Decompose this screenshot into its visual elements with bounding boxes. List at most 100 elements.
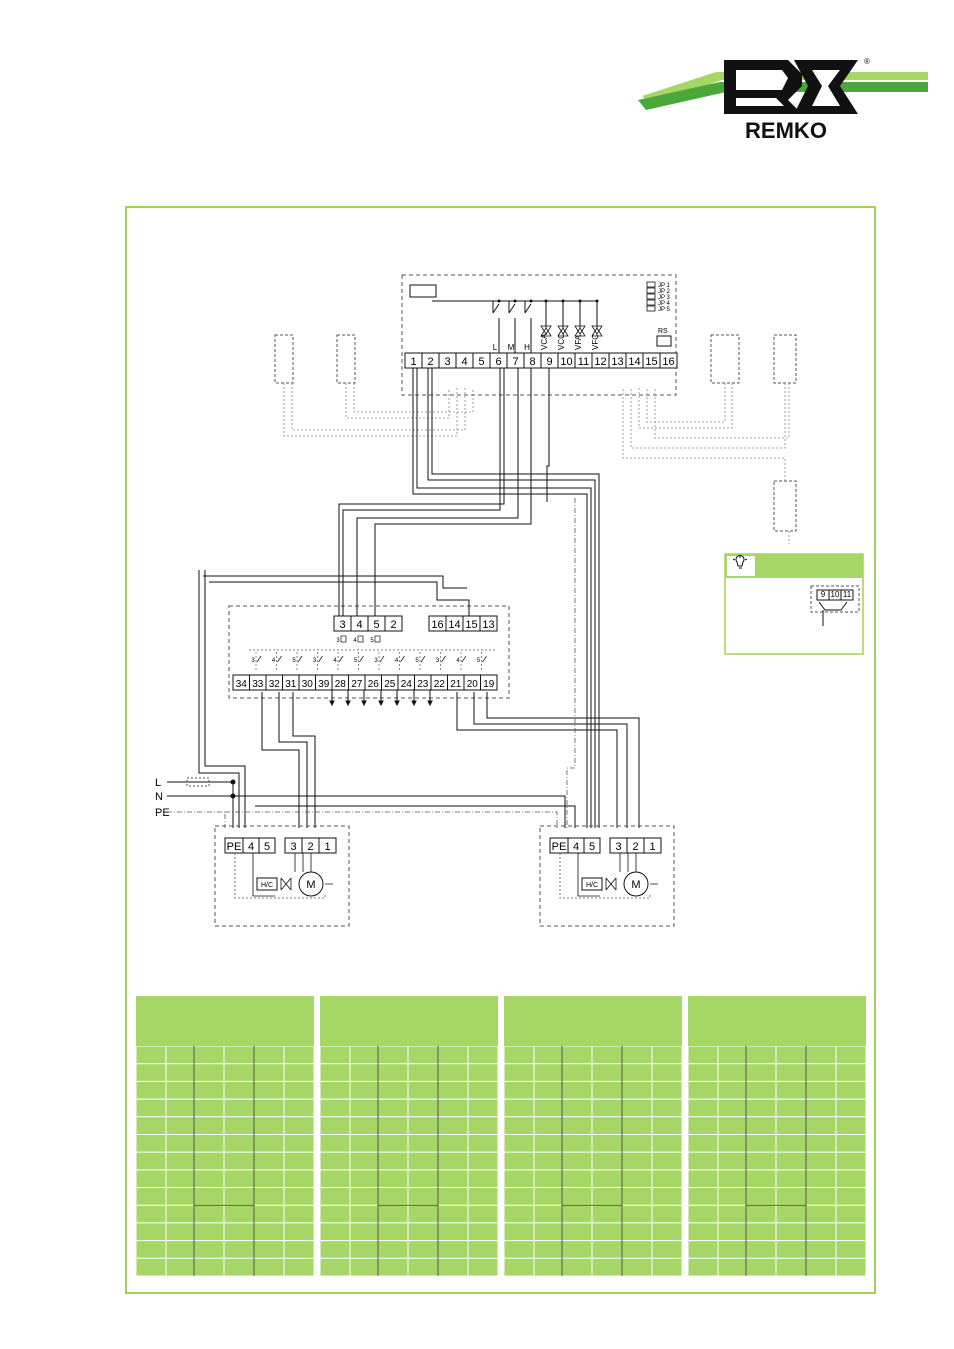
coil-label: 4 xyxy=(353,638,357,644)
relay-bottom-terminal-label: 32 xyxy=(269,679,281,690)
relay-bottom-terminal-label: 19 xyxy=(483,679,495,690)
coil-label: 5 xyxy=(370,638,374,644)
unit-terminal-label: 3 xyxy=(615,841,621,853)
hint-terminal-cell xyxy=(840,589,854,601)
unit-terminal-label: 4 xyxy=(573,841,579,853)
main-wiring xyxy=(167,368,640,828)
lightbulb-icon xyxy=(732,554,748,569)
relay-top-right-terminals: 16 14 15 13 xyxy=(428,615,498,632)
contact-label: 4 xyxy=(395,658,399,664)
unit-terminal-label: 2 xyxy=(307,841,313,853)
jumper xyxy=(646,287,656,294)
rs-connector xyxy=(656,335,672,347)
relay-top-right-terminal-label: 14 xyxy=(448,619,460,631)
valve-label: VCC xyxy=(557,333,566,350)
unit-terminal-label: 2 xyxy=(632,841,638,853)
coil xyxy=(357,635,364,643)
contact-label: 5 xyxy=(354,658,358,664)
relay-bottom-terminal-label: 20 xyxy=(467,679,479,690)
valve-label: VFA xyxy=(574,334,583,350)
jumper xyxy=(646,305,656,312)
controller-module xyxy=(409,284,437,298)
controller-terminal-label: 6 xyxy=(495,356,501,368)
contact-label: 3 xyxy=(374,658,378,664)
contact-label: 3 xyxy=(251,658,255,664)
relay-bottom-terminal-label: 34 xyxy=(236,679,248,690)
relay-board-box xyxy=(228,605,510,699)
relay-top-right-terminal-label: 15 xyxy=(465,619,477,631)
controller-terminal-label: 7 xyxy=(512,356,518,368)
hint-terminal-label: 11 xyxy=(843,590,852,599)
speed-label: L xyxy=(493,343,498,352)
rs-label: RS xyxy=(658,328,668,335)
controller-terminal-label: 13 xyxy=(611,356,623,368)
relay-top-right-terminal-label: 16 xyxy=(431,619,443,631)
jumper-label: JP 1 xyxy=(658,283,671,289)
wiring-table-3 xyxy=(504,996,682,1276)
motor-label: M xyxy=(306,879,315,891)
hc-valve xyxy=(581,877,603,891)
relay-top-terminal-cell xyxy=(384,615,403,632)
unit-terminal-label: 1 xyxy=(324,841,330,853)
relay-bottom-terminal-label: 24 xyxy=(401,679,413,690)
brand-name: REMKO xyxy=(745,118,827,143)
controller-terminal-label: 11 xyxy=(578,356,589,368)
relay-bottom-terminal-label: 22 xyxy=(434,679,446,690)
relay-bottom-terminal-label: 30 xyxy=(302,679,314,690)
wiring-table-1 xyxy=(136,996,314,1276)
jumper xyxy=(646,293,656,300)
controller-terminal-label: 4 xyxy=(461,356,467,368)
power-label-n: N xyxy=(155,791,163,803)
contact-label: 4 xyxy=(456,658,460,664)
jumper xyxy=(646,281,656,288)
wiring-table-4 xyxy=(688,996,866,1276)
jumper-label: JP 2 xyxy=(658,289,671,295)
hc-valve xyxy=(256,877,278,891)
jumper-block: JP 1JP 2JP 3JP 4JP 5 xyxy=(646,281,671,313)
coil-label: 3 xyxy=(336,638,340,644)
unit-terminal xyxy=(583,837,601,854)
unit-terminal xyxy=(258,837,276,854)
controller-terminal-label: 10 xyxy=(560,356,572,368)
speed-label: H xyxy=(524,343,530,352)
contact-label: 3 xyxy=(436,658,440,664)
unit-terminal-label: 5 xyxy=(264,841,270,853)
unit-terminal xyxy=(318,837,337,854)
controller-terminal-label: 12 xyxy=(594,356,606,368)
controller-terminal-label: 16 xyxy=(662,356,674,368)
relay-bottom-terminal-label: 21 xyxy=(450,679,462,690)
jumper-label: JP 5 xyxy=(658,307,671,313)
controller-terminal-label: 3 xyxy=(444,356,450,368)
jumper xyxy=(646,299,656,306)
coil xyxy=(340,635,347,643)
relay-top-terminal-label: 4 xyxy=(356,619,362,631)
contact-label: 5 xyxy=(415,658,419,664)
power-label-l: L xyxy=(155,777,161,789)
coil xyxy=(374,635,381,643)
relay-coils: 3 4 5 xyxy=(336,635,381,644)
content-frame xyxy=(125,206,876,1294)
controller-box xyxy=(401,274,677,396)
relay-bottom-terminal-cell xyxy=(480,674,498,691)
valve-label: VCA xyxy=(540,333,549,350)
speed-label: M xyxy=(508,343,515,352)
contact-label: 4 xyxy=(272,658,276,664)
controller-terminal-label: 15 xyxy=(645,356,657,368)
wiring-tables xyxy=(136,996,867,1276)
remko-logo: REMKO ® xyxy=(638,57,928,143)
contact-label: 5 xyxy=(292,658,296,664)
relay-top-right-terminal-label: 13 xyxy=(482,619,494,631)
unit-terminal xyxy=(643,837,662,854)
relay-bottom-terminal-label: 31 xyxy=(285,679,297,690)
controller-terminal-label: 5 xyxy=(478,356,484,368)
relay-top-terminal-label: 5 xyxy=(373,619,379,631)
relay-bottom-terminal-label: 33 xyxy=(252,679,264,690)
relay-bottom-terminal-label: 27 xyxy=(351,679,363,690)
